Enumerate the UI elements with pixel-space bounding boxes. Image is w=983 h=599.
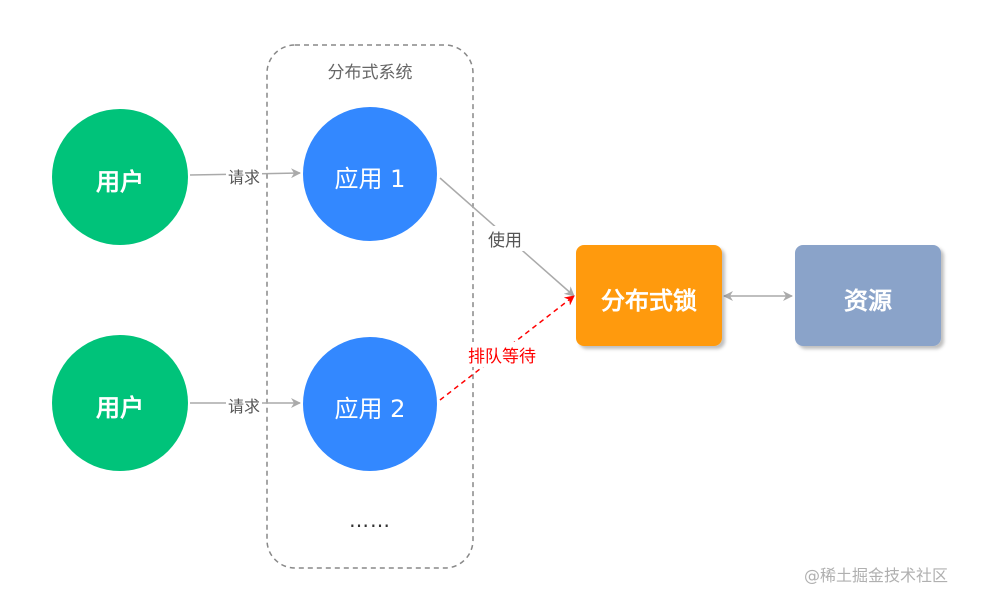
app-node-1-label: 应用 1 bbox=[334, 165, 406, 193]
app-node-1 bbox=[303, 107, 437, 241]
user-node-2-label: 用户 bbox=[96, 394, 144, 422]
group-ellipsis: …… bbox=[349, 508, 391, 532]
lock-node bbox=[576, 245, 722, 346]
edge-request-2-label: 请求 bbox=[226, 393, 263, 417]
distributed-system-group bbox=[266, 44, 474, 569]
lock-node-label: 分布式锁 bbox=[601, 287, 697, 315]
user-node-1-label: 用户 bbox=[96, 168, 144, 196]
user-node-1 bbox=[52, 109, 188, 245]
watermark: @稀土掘金技术社区 bbox=[804, 566, 949, 585]
user-node-2 bbox=[52, 335, 188, 471]
resource-node bbox=[795, 245, 941, 346]
app-node-2 bbox=[303, 337, 437, 471]
edge-request-1-label: 请求 bbox=[226, 164, 263, 188]
group-label: 分布式系统 bbox=[327, 63, 413, 83]
resource-node-label: 资源 bbox=[844, 287, 892, 315]
edge-queue-label: 排队等待 bbox=[466, 342, 538, 367]
app-node-2-label: 应用 2 bbox=[334, 395, 406, 423]
edge-use-label: 使用 bbox=[486, 226, 524, 251]
